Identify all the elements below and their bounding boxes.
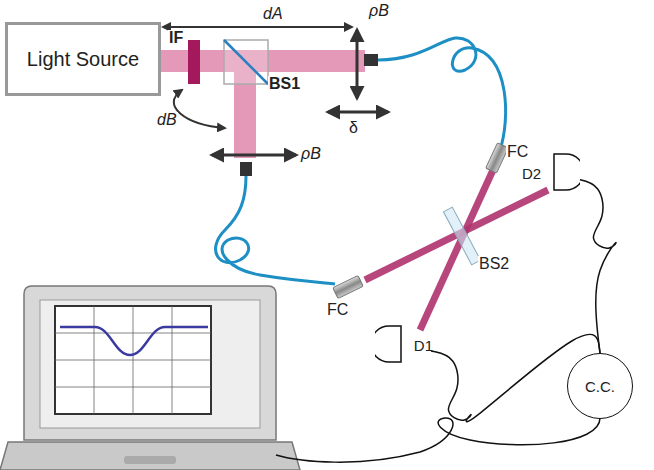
component-label: IF [168,30,184,46]
filter [188,40,200,84]
beam-splitter-cube [224,40,268,84]
displacement-label: δ [348,120,359,136]
beam-splitter-plane [224,40,268,84]
translation-arrow [356,30,359,98]
distance-arrow [174,90,225,128]
displacement-label: ρB [368,3,390,19]
fiber-coupler [364,54,378,66]
translation-arrow [212,154,296,157]
beam [365,190,548,280]
node-label: D2 [520,165,543,182]
cable [276,418,600,462]
distance-label: dB [156,112,178,128]
displacement-label: ρB [300,146,322,162]
optical-fiber [378,38,506,150]
beam [234,72,256,158]
hom-dip-curve [60,327,208,355]
component-label: BS1 [268,76,301,92]
distance-arrow [163,26,352,28]
node-label: D1 [412,337,435,354]
component-label: FC [506,144,529,160]
signal-cable [576,179,616,353]
translation-arrow [328,111,388,114]
fiber-collimator [486,143,509,173]
distance-label: dA [262,6,284,22]
component-label: BS2 [478,256,510,272]
laptop [0,286,300,470]
fiber-coupler [240,162,252,176]
optical-fiber [216,176,335,284]
fiber-collimator [333,275,363,298]
node-label: Light Source [27,48,139,71]
beam-splitter-plate [444,207,481,265]
node-label: C.C. [585,378,615,395]
light-source-box: Light Source [5,22,161,96]
plot-grid [55,306,211,414]
component-label: FC [326,302,349,318]
coincidence-counter: C.C. [567,353,633,419]
detector: D1 [375,322,435,368]
